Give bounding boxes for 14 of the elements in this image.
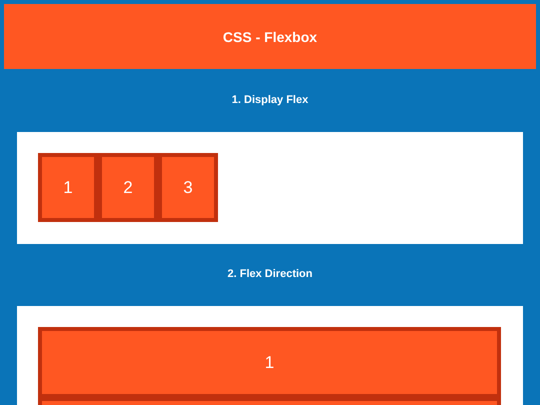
flex-item — [158, 153, 218, 222]
item-number: 1 — [264, 352, 274, 372]
flex-item — [38, 397, 501, 405]
section-heading: 1. Display Flex — [230, 94, 310, 106]
item-number: 1 — [63, 178, 73, 198]
flex-item — [38, 327, 501, 398]
flex-container — [17, 306, 523, 405]
item-number: 3 — [183, 178, 193, 198]
page-title: CSS - Flexbox — [222, 28, 318, 44]
flex-item — [38, 153, 98, 222]
item-number: 2 — [123, 178, 133, 198]
header-band — [4, 4, 536, 69]
section-heading: 2. Flex Direction — [226, 268, 314, 280]
flex-container — [17, 132, 523, 244]
